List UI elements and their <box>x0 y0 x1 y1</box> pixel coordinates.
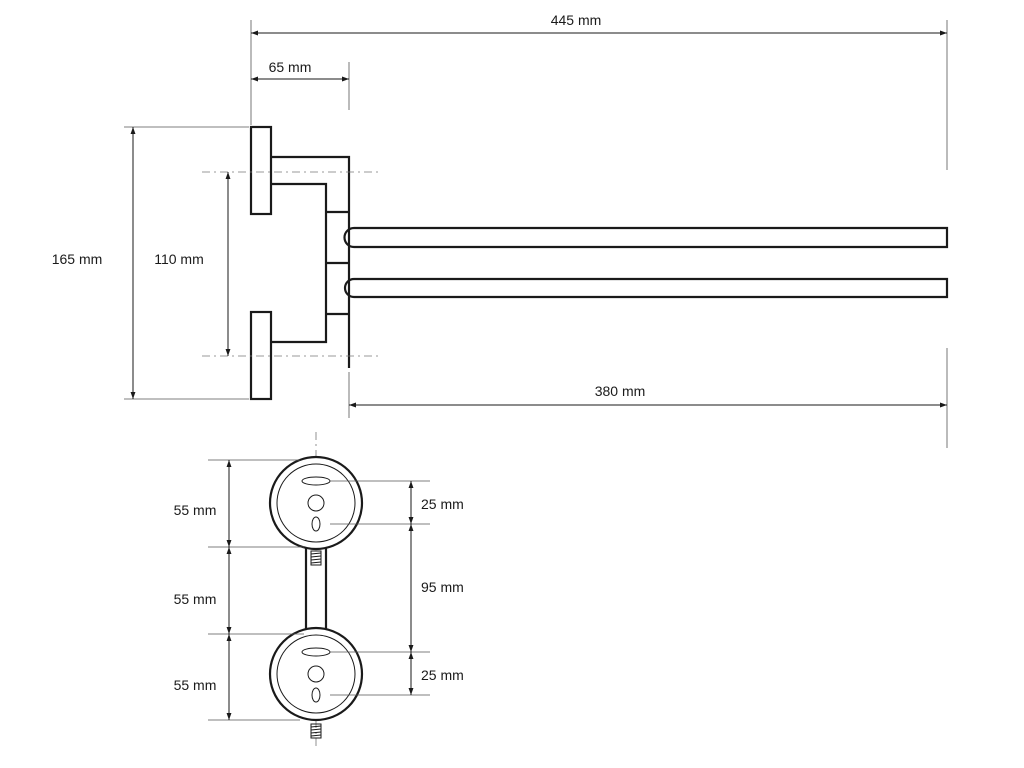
dim-label-380: 380 mm <box>595 383 646 399</box>
lower-screw-icon <box>310 723 322 739</box>
dim-label-445: 445 mm <box>551 12 602 28</box>
upper-round-plate <box>268 455 364 551</box>
lower-wall-plate <box>249 310 273 401</box>
upper-plate-inner <box>276 463 356 543</box>
upper-wall-plate <box>249 125 273 216</box>
dim-label-95: 95 mm <box>421 579 464 595</box>
dim-label-55-lower: 55 mm <box>174 677 217 693</box>
dim-label-25-upper: 25 mm <box>421 496 464 512</box>
upper-towel-arm <box>343 226 949 249</box>
dim-label-25-lower: 25 mm <box>421 667 464 683</box>
dim-label-165: 165 mm <box>52 251 103 267</box>
lower-towel-arm <box>343 277 949 299</box>
lower-hole <box>307 665 325 683</box>
lower-round-plate <box>268 626 364 722</box>
top-view: 445 mm 65 mm 165 mm 110 mm 380 mm <box>52 12 949 448</box>
lower-screw-hole <box>311 687 321 703</box>
dim-label-55-middle: 55 mm <box>174 591 217 607</box>
dim-label-110: 110 mm <box>154 251 204 267</box>
lower-plate-inner <box>276 634 356 714</box>
dim-label-65: 65 mm <box>269 59 312 75</box>
bracket-connectors <box>326 210 349 316</box>
connecting-bar <box>304 538 328 642</box>
dim-label-55-upper: 55 mm <box>174 502 217 518</box>
upper-screw-hole <box>311 516 321 532</box>
upper-screw-icon <box>310 550 322 566</box>
upper-hole <box>307 494 325 512</box>
side-view: 55 mm 55 mm 55 mm 25 mm 95 mm 25 mm <box>174 432 464 746</box>
